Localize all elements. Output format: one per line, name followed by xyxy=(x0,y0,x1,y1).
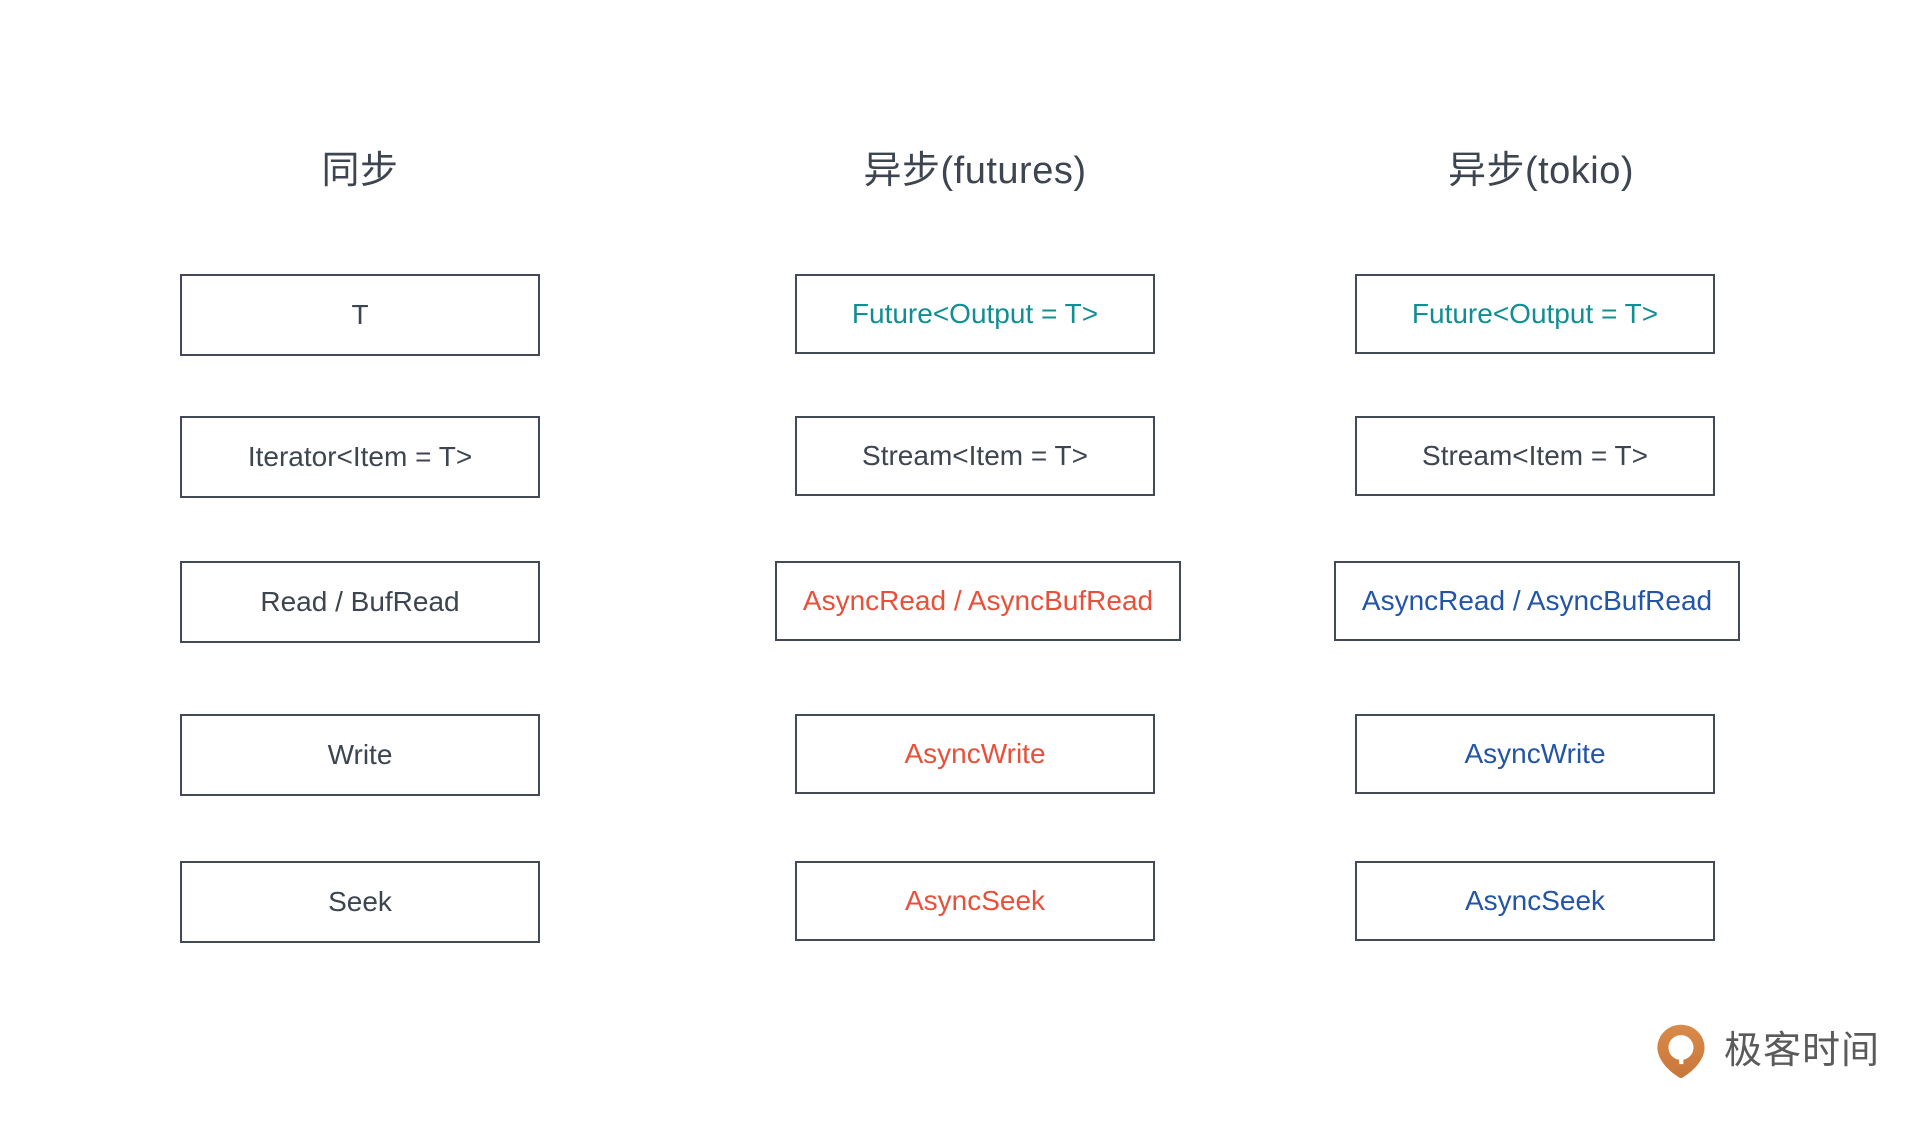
trait-box-label: T xyxy=(351,299,369,330)
trait-box-futures-stream: Stream<Item = T> xyxy=(795,416,1155,496)
trait-box-futures-asyncread: AsyncRead / AsyncBufRead xyxy=(775,561,1181,641)
trait-box-tokio-asyncseek: AsyncSeek xyxy=(1355,861,1715,941)
trait-box-label: Future<Output = T> xyxy=(1411,298,1659,329)
trait-box-sync-read: Read / BufRead xyxy=(180,561,540,643)
trait-box-sync-write: Write xyxy=(180,714,540,796)
trait-box-label: Stream<Item = T> xyxy=(1422,440,1648,471)
column-title-async-futures: 异步(futures) xyxy=(863,150,1087,192)
trait-box-label: Stream<Item = T> xyxy=(862,440,1088,471)
trait-box-futures-asyncseek: AsyncSeek xyxy=(795,861,1155,941)
trait-box-label: AsyncWrite xyxy=(904,738,1046,769)
trait-box-tokio-stream: Stream<Item = T> xyxy=(1355,416,1715,496)
trait-box-label: Write xyxy=(327,739,393,770)
column-title-async-tokio: 异步(tokio) xyxy=(1447,150,1635,192)
trait-box-futures-asyncwrite: AsyncWrite xyxy=(795,714,1155,794)
trait-box-label: AsyncRead / AsyncBufRead xyxy=(1361,585,1713,616)
trait-box-tokio-future: Future<Output = T> xyxy=(1355,274,1715,354)
trait-box-tokio-asyncread: AsyncRead / AsyncBufRead xyxy=(1334,561,1740,641)
trait-box-sync-t: T xyxy=(180,274,540,356)
trait-box-label: AsyncSeek xyxy=(1464,885,1606,916)
trait-box-sync-iterator: Iterator<Item = T> xyxy=(180,416,540,498)
trait-box-sync-seek: Seek xyxy=(180,861,540,943)
trait-box-label: Future<Output = T> xyxy=(851,298,1099,329)
brand-name: 极客时间 xyxy=(1724,1030,1881,1072)
column-title-sync: 同步 xyxy=(321,150,399,192)
geektime-pin-logo-icon xyxy=(1652,1022,1710,1080)
trait-box-label: Seek xyxy=(328,886,392,917)
trait-box-label: AsyncWrite xyxy=(1464,738,1606,769)
trait-box-label: AsyncSeek xyxy=(904,885,1046,916)
trait-box-futures-future: Future<Output = T> xyxy=(795,274,1155,354)
trait-box-label: Read / BufRead xyxy=(260,586,460,617)
trait-box-tokio-asyncwrite: AsyncWrite xyxy=(1355,714,1715,794)
brand-watermark: 极客时间 xyxy=(1652,1022,1880,1080)
trait-box-label: Iterator<Item = T> xyxy=(247,441,473,472)
trait-box-label: AsyncRead / AsyncBufRead xyxy=(802,585,1154,616)
